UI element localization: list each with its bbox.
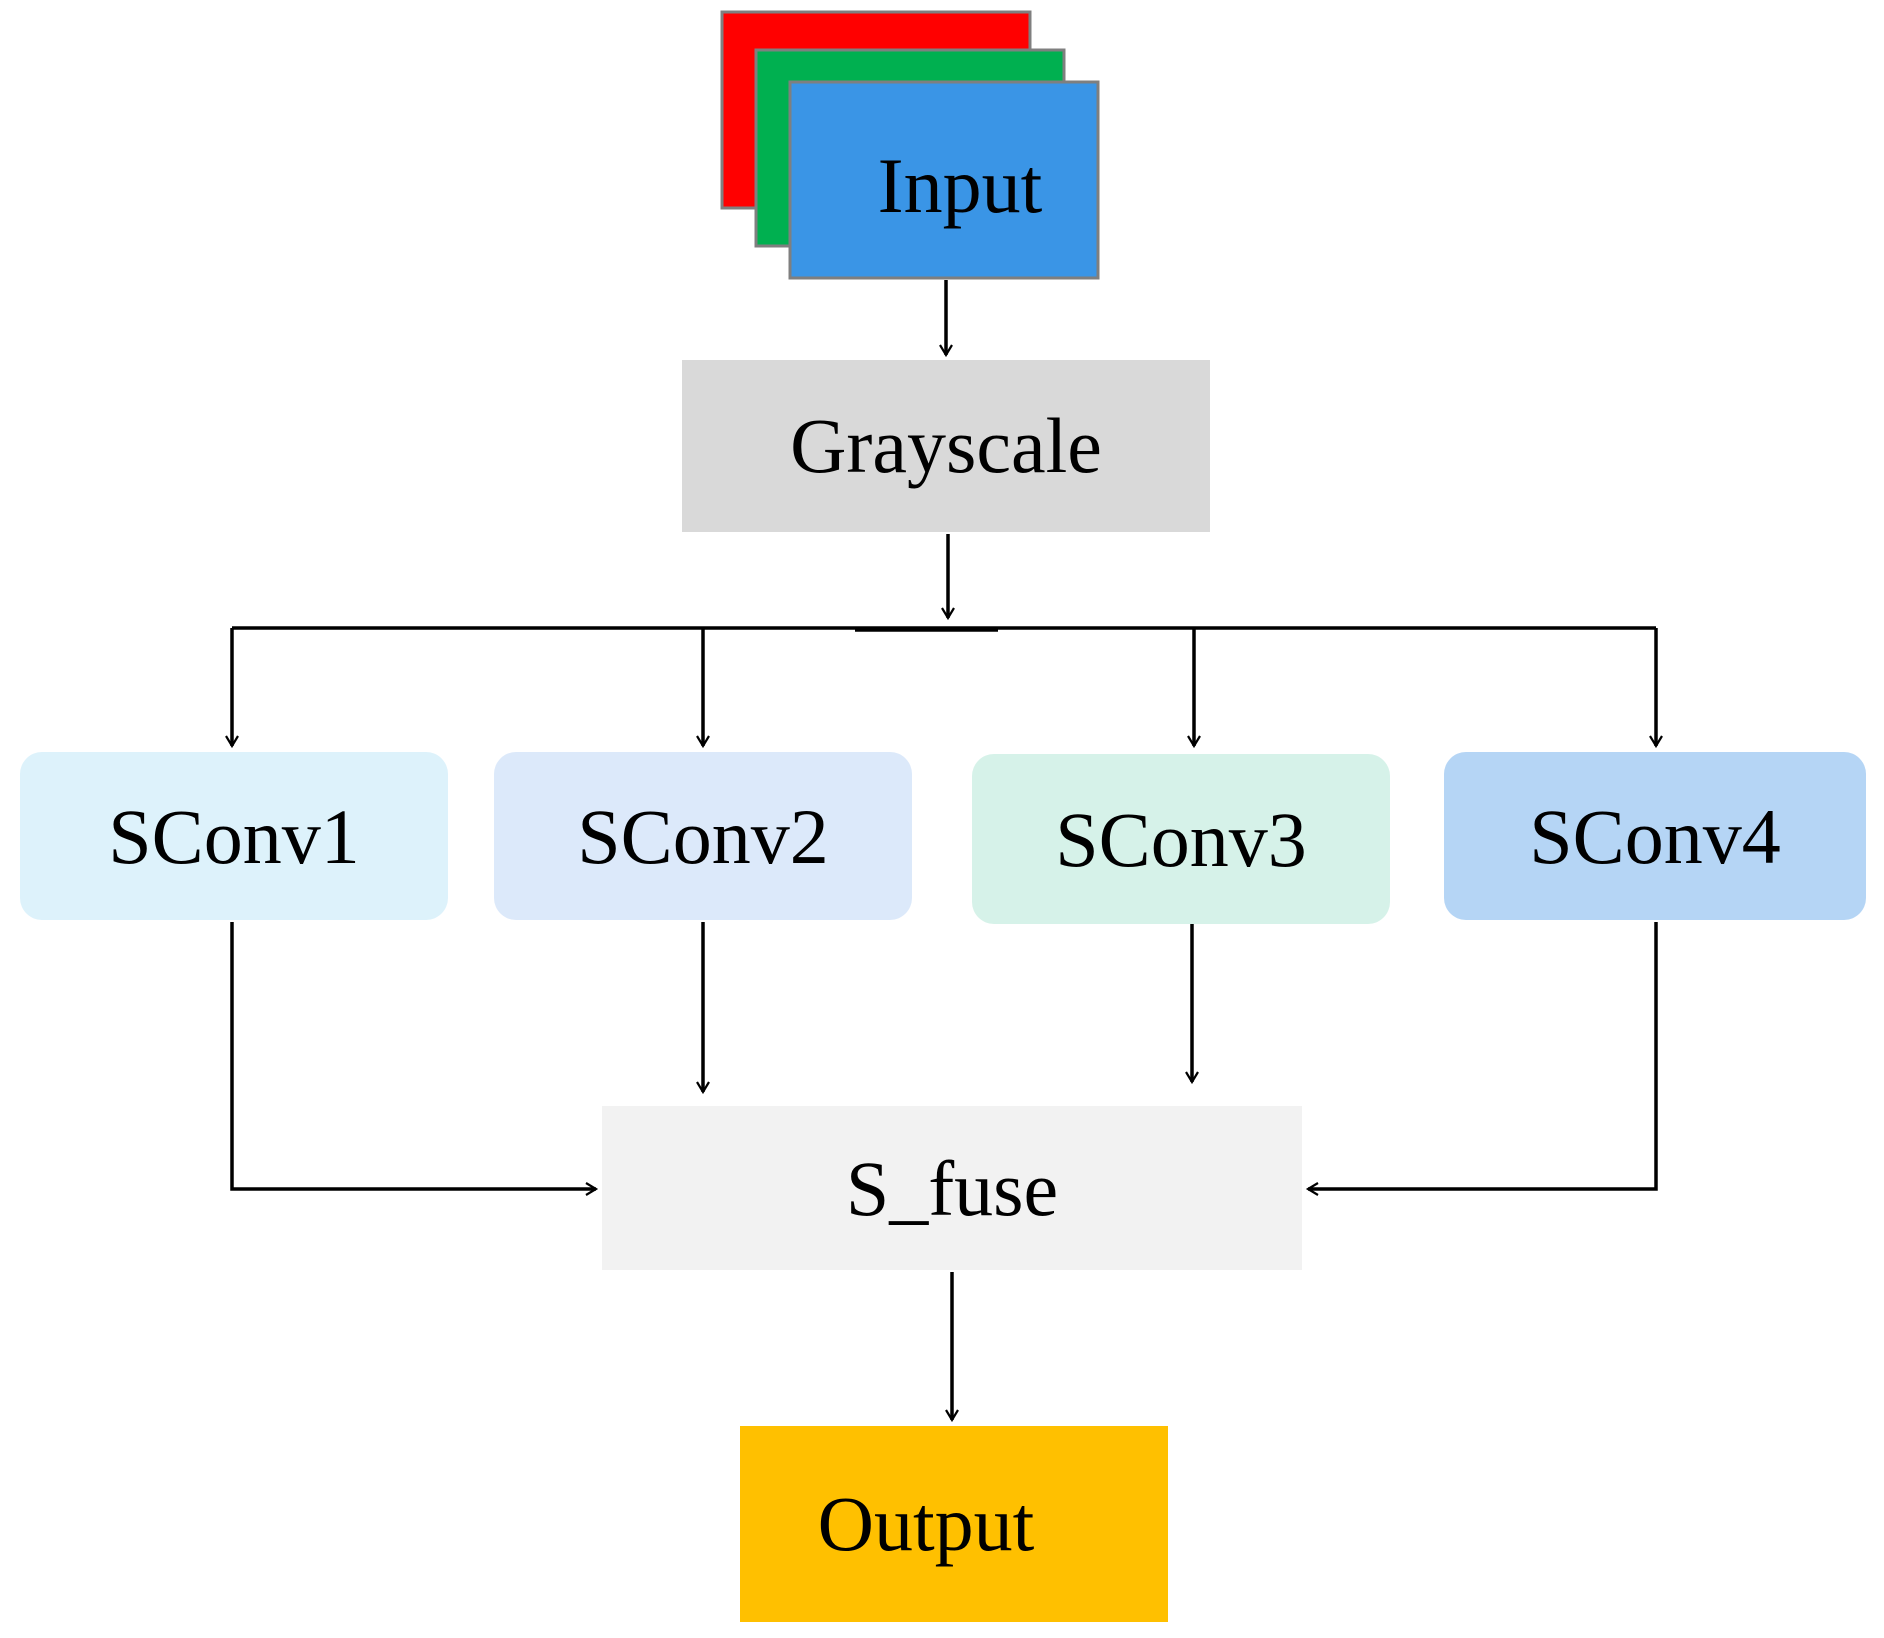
input-node: Input <box>720 10 1100 280</box>
sconv1-box <box>20 752 448 920</box>
input-label: Input <box>878 142 1043 229</box>
s-fuse-label: S_fuse <box>846 1145 1058 1232</box>
sconv1-node: SConv1 <box>20 752 448 920</box>
s-fuse-node: S_fuse <box>602 1106 1302 1270</box>
grayscale-box <box>682 360 1210 532</box>
sconv2-label: SConv2 <box>577 793 828 880</box>
sconv2-box <box>494 752 912 920</box>
sconv3-label: SConv3 <box>1055 796 1306 883</box>
s-fuse-box <box>602 1106 1302 1270</box>
output-label: Output <box>818 1480 1035 1567</box>
input-blue-channel <box>788 80 1100 280</box>
grayscale-label: Grayscale <box>790 402 1102 489</box>
output-node: Output <box>740 1426 1168 1622</box>
edge-sconv1-to-s-fuse <box>230 922 599 1196</box>
sconv1-label: SConv1 <box>108 793 359 880</box>
sconv2-node: SConv2 <box>494 752 912 920</box>
sconv4-label: SConv4 <box>1529 793 1780 880</box>
sconv4-node: SConv4 <box>1444 752 1866 920</box>
edges <box>225 280 1663 1423</box>
grayscale-node: Grayscale <box>682 360 1210 532</box>
output-box <box>740 1426 1168 1622</box>
edge-sconv4-to-s-fuse <box>1305 922 1658 1196</box>
sconv3-box <box>972 754 1390 924</box>
sconv4-box <box>1444 752 1866 920</box>
sconv3-node: SConv3 <box>972 754 1390 924</box>
